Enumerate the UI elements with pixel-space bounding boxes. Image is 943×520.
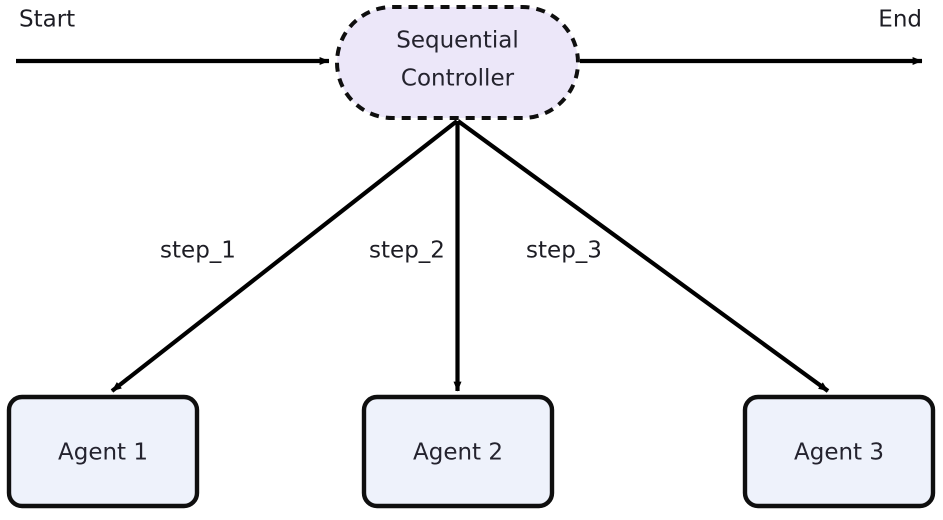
node-agent-3[interactable]: Agent 3 xyxy=(742,394,936,509)
agent-3-label: Agent 3 xyxy=(794,440,884,466)
node-sequential-controller[interactable]: Sequential Controller xyxy=(335,5,580,120)
start-label: Start xyxy=(19,7,75,33)
edge-label-step-2: step_2 xyxy=(369,238,445,264)
end-label: End xyxy=(878,7,922,33)
agent-1-label: Agent 1 xyxy=(58,440,148,466)
edge-step-3 xyxy=(456,119,830,393)
agent-2-shape xyxy=(361,394,555,509)
node-agent-1[interactable]: Agent 1 xyxy=(6,394,200,509)
controller-shape xyxy=(335,5,580,120)
edge-label-step-1: step_1 xyxy=(160,238,236,264)
controller-label-line1: Sequential xyxy=(396,28,519,54)
controller-label-line2: Controller xyxy=(401,66,515,92)
agent-2-label: Agent 2 xyxy=(413,440,503,466)
node-agent-2[interactable]: Agent 2 xyxy=(361,394,555,509)
step-1-arrow-line xyxy=(110,119,459,393)
step-3-arrow-line xyxy=(456,119,830,393)
agent-1-shape xyxy=(6,394,200,509)
agent-3-shape xyxy=(742,394,936,509)
edge-label-step-3: step_3 xyxy=(526,238,602,264)
edge-step-1 xyxy=(110,119,459,393)
